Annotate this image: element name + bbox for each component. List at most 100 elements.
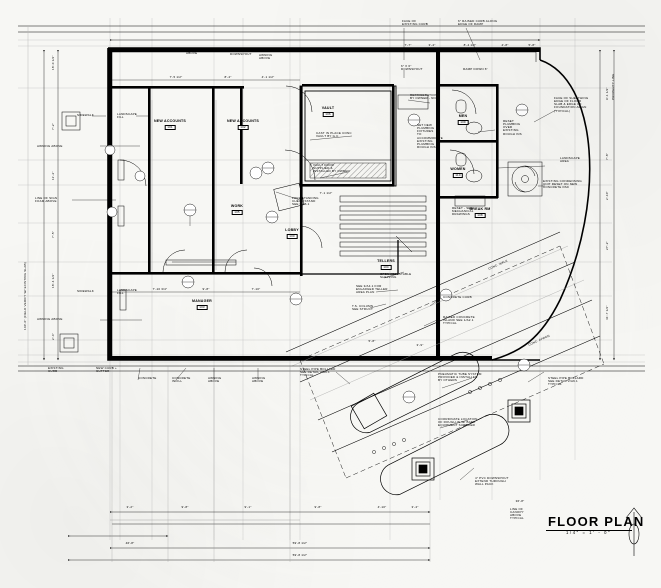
dim-left-4: 18'-4 1/2"	[51, 273, 55, 288]
dim-interior-5: 7'-10"	[251, 287, 261, 291]
dim-interior-9: 36'-8"	[515, 499, 525, 503]
note-bottom-0: CONCRETE	[138, 376, 157, 380]
note-left-2: AWNING ABOVE	[37, 144, 63, 148]
room-tag: 110	[452, 173, 464, 179]
note-left-4: SIDEWALK	[77, 289, 94, 293]
room-tag: 105	[231, 210, 243, 216]
dimension-lines	[43, 39, 615, 562]
dim-top-4: 5'-8"	[528, 43, 536, 47]
room-label-break-rm: BREAK RM	[469, 207, 491, 211]
dim-bottom-3: 9'-8"	[314, 505, 322, 509]
scale-note: 1/4" = 1' - 0"	[566, 530, 612, 535]
building-envelope	[107, 47, 591, 361]
room-label-new-accounts: NEW ACCOUNTS	[226, 119, 260, 123]
dim-bottom-0: 3'-2"	[126, 505, 134, 509]
interior-partitions	[112, 84, 499, 276]
dim-top-1: 3'-4"	[428, 43, 436, 47]
fixtures-and-equipment	[59, 94, 543, 353]
dim-right-4: 41'-7 1/2"	[605, 305, 609, 320]
teller-counter-line	[300, 235, 413, 275]
note-top-5: DOWNSPOUT	[230, 52, 252, 56]
dim-right-3: 27'-2"	[605, 241, 609, 250]
site-curbs	[18, 25, 645, 372]
left-dim-chain	[43, 50, 59, 361]
room-tag: 106	[322, 112, 334, 118]
note-property-line: PROPERTY LINE	[611, 73, 615, 101]
note-left-8: NEW CURB +GUTTER	[96, 366, 117, 374]
dim-bottom-2: 9'-1"	[244, 505, 252, 509]
room-label-manager: MANAGER	[192, 299, 212, 303]
dim-right-1: 7'-8"	[605, 153, 609, 160]
room-tag: 103	[196, 305, 208, 311]
dim-left-3: 7'-5"	[51, 231, 55, 238]
dim-overall-0: 46'-8"	[125, 541, 135, 545]
room-tag: 101	[164, 125, 176, 131]
room-tag: 108	[474, 213, 486, 219]
note-left-6: AWNING ABOVE	[37, 317, 63, 321]
room-tag: 109	[457, 120, 469, 126]
room-tag: 100	[286, 234, 298, 240]
dim-interior-7: 5'-8"	[368, 339, 376, 343]
room-label-lobby: LOBBY	[285, 228, 299, 232]
canopy-outline	[299, 245, 605, 479]
dim-top-2: 8'-4 1/2"	[463, 43, 477, 47]
dim-interior-8: 3'-9"	[416, 343, 424, 347]
room-label-work: WORK	[230, 204, 244, 208]
note-site-0: CONCRETE CURB	[443, 295, 472, 299]
dim-left-1: 7'-2"	[51, 123, 55, 130]
dim-left-0: 18'-0 1/2"	[51, 55, 55, 70]
note-top-3: RAMP DOWN 6"	[463, 67, 488, 71]
room-label-men: MEN	[458, 114, 468, 118]
detail-bubble-lines	[182, 109, 530, 398]
right-dim-chain	[599, 50, 615, 361]
room-label-vault: VAULT	[321, 106, 335, 110]
drawing-title: FLOOR PLAN	[548, 514, 645, 529]
condenser-unit	[507, 161, 543, 197]
dim-interior-3: 7'-10 3/4"	[152, 287, 168, 291]
exterior-walls	[108, 48, 540, 360]
dim-interior-4: 9'-8"	[202, 287, 210, 291]
dim-bottom-5: 3'-4"	[411, 505, 419, 509]
dim-interior-1: 8'-4"	[224, 75, 232, 79]
dim-interior-2: 4'-1 1/2"	[261, 75, 275, 79]
room-label-tellers: TELLERS	[377, 259, 395, 263]
dim-right-0: 9'-1 1/2"	[605, 87, 609, 100]
title-underline	[546, 530, 632, 532]
vault-concrete-walls	[299, 85, 397, 187]
drive-through-islands	[350, 351, 531, 496]
room-tag: 104	[380, 265, 392, 271]
dim-overall-1: 59'-8 1/2"	[292, 541, 308, 545]
interior-dim-lines	[112, 79, 300, 293]
dim-top-0: 7'-7"	[404, 43, 412, 47]
dim-left-5: 2'-4"	[51, 333, 55, 340]
